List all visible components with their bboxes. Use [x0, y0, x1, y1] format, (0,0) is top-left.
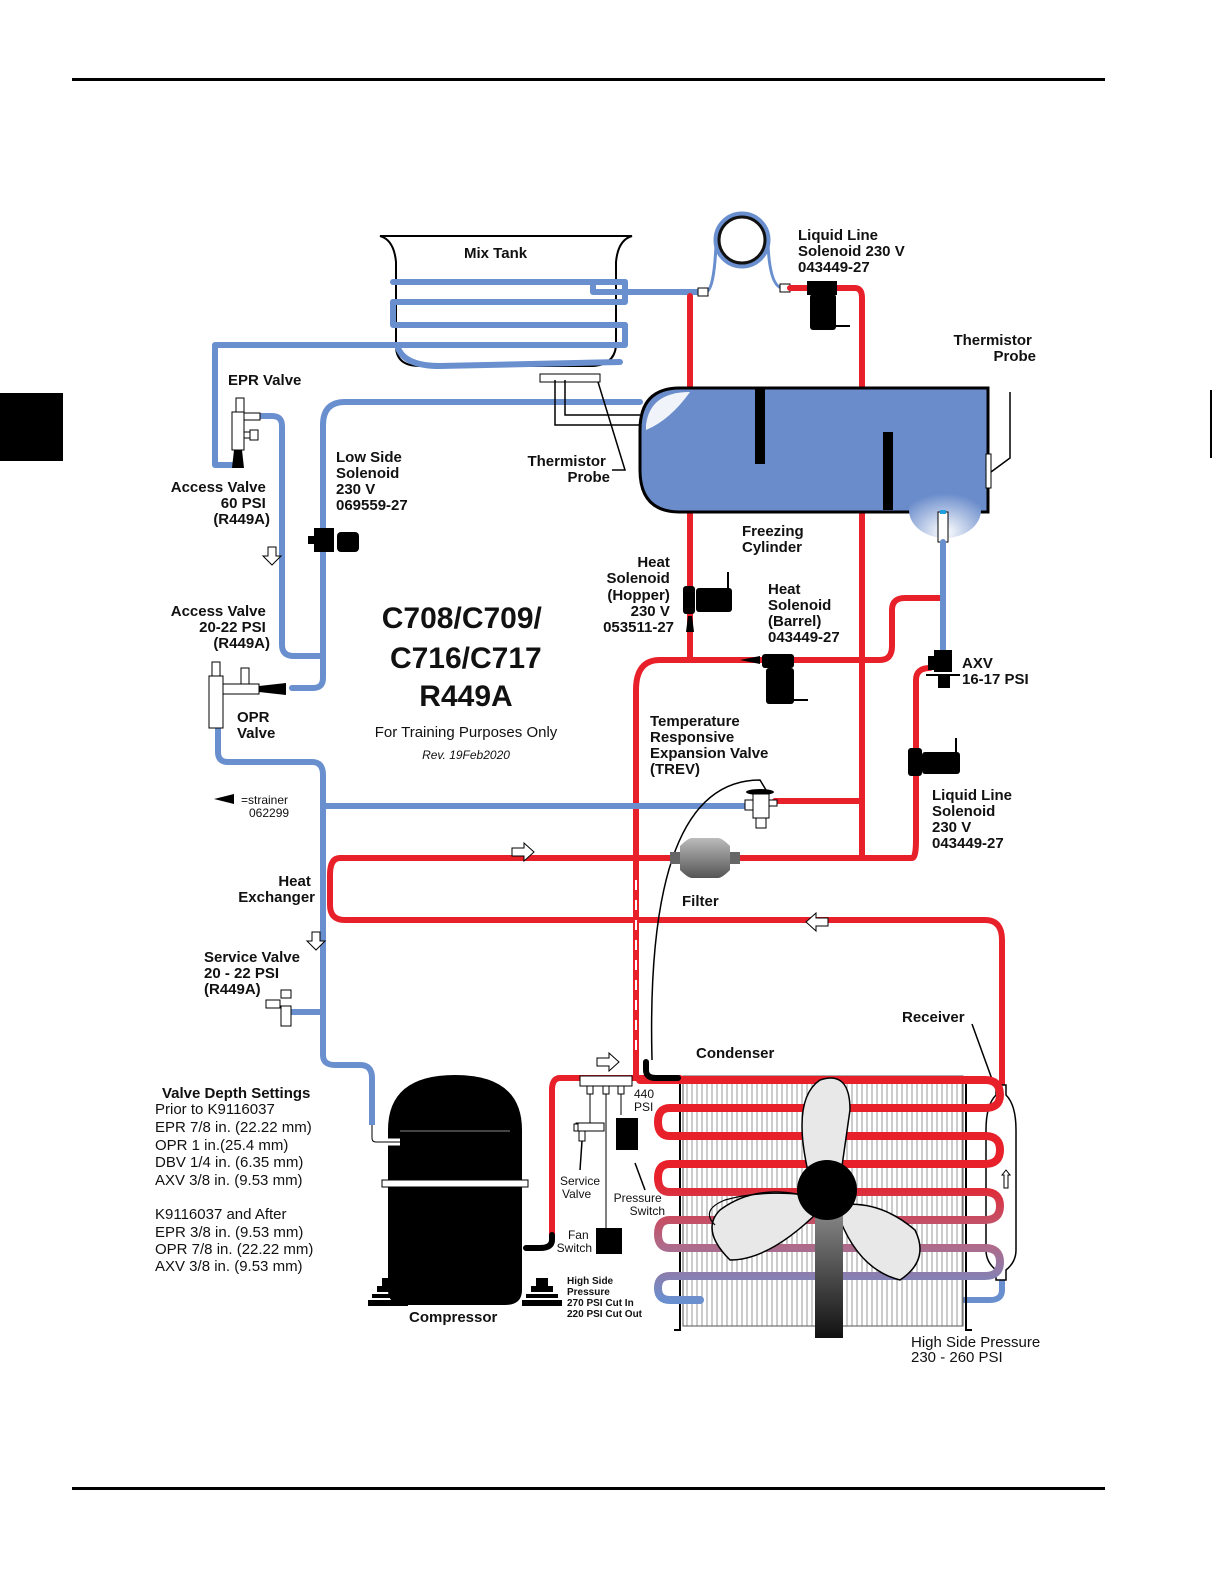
header-rule: [72, 78, 1105, 81]
footer-rule: [72, 1487, 1105, 1490]
liquid-line-solenoid-top-label: Liquid Line Solenoid 230 V 043449-27: [798, 227, 909, 276]
receiver-label: Receiver: [902, 1009, 965, 1026]
compressor-label: Compressor: [409, 1309, 498, 1326]
valve-depth-prior-heading: Prior to K9116037: [155, 1101, 275, 1118]
strainer-icon: [214, 794, 234, 804]
training-note: For Training Purposes Only: [375, 724, 558, 741]
high-side-lines: [327, 285, 1005, 1238]
valve-depth-after-heading: K9116037 and After: [155, 1206, 287, 1223]
freezing-cylinder-label: Freezing Cylinder: [742, 523, 808, 556]
service-valve-left: [265, 989, 292, 1027]
service-valve-left-label: Service Valve 20 - 22 PSI (R449A): [204, 949, 304, 998]
thermistor-probe-center-label: Thermistor Probe: [527, 453, 610, 486]
valve-depth-prior-item: AXV 3/8 in. (9.53 mm): [155, 1172, 303, 1189]
valve-depth-prior-item: OPR 1 in.(25.4 mm): [155, 1137, 288, 1154]
valve-depth-prior-item: EPR 7/8 in. (22.22 mm): [155, 1119, 312, 1136]
section-tab: [0, 393, 63, 461]
receiver: [971, 1023, 1017, 1281]
heat-exchanger-label: Heat Exchanger: [238, 873, 315, 906]
opr-valve: [208, 661, 286, 729]
heat-solenoid-hopper-label: Heat Solenoid (Hopper) 230 V 053511-27: [603, 554, 674, 636]
pressure-switch-label: Pressure Switch: [614, 1191, 665, 1218]
flow-arrow-right-2: [596, 1051, 620, 1073]
access-valve-20-22-label: Access Valve 20-22 PSI (R449A): [171, 603, 270, 652]
valve-depth-after-item: OPR 7/8 in. (22.22 mm): [155, 1241, 313, 1258]
flow-arrow-left-1: [805, 911, 829, 933]
epr-valve-label: EPR Valve: [228, 372, 301, 389]
valve-depth-prior-item: DBV 1/4 in. (6.35 mm): [155, 1154, 303, 1171]
diagram-title: C708/C709/ C716/C717 R449A: [382, 602, 550, 713]
compressor-foot-right: [522, 1278, 562, 1306]
opr-valve-label: OPR Valve: [237, 709, 275, 742]
heat-solenoid-barrel: [740, 654, 808, 704]
heat-solenoid-hopper: [683, 572, 732, 632]
liquid-line-solenoid-top: [807, 281, 850, 330]
mix-tank-label: Mix Tank: [464, 245, 528, 262]
valve-depth-after-item: AXV 3/8 in. (9.53 mm): [155, 1258, 303, 1275]
compressor-foot-left: [368, 1278, 408, 1306]
fan-switch-label: Fan Switch: [557, 1228, 592, 1255]
psi-440-label: 440 PSI: [634, 1087, 657, 1114]
liquid-line-solenoid-right-label: Liquid Line Solenoid 230 V 043449-27: [932, 787, 1016, 852]
high-side-pressure-switch-label: High Side Pressure 270 PSI Cut In 220 PS…: [567, 1276, 643, 1320]
access-valve-60-label: Access Valve 60 PSI (R449A): [171, 479, 270, 528]
low-side-solenoid: [308, 528, 359, 552]
axv-label: AXV 16-17 PSI: [962, 655, 1029, 688]
filter-label: Filter: [682, 893, 719, 910]
trev-label: Temperature Responsive Expansion Valve (…: [650, 713, 773, 778]
axv-valve: [926, 650, 960, 688]
switch-manifold: [523, 1059, 681, 1254]
revision-note: Rev. 19Feb2020: [422, 748, 510, 762]
valve-depth-heading: Valve Depth Settings: [162, 1085, 310, 1102]
trev-valve: [650, 779, 778, 1061]
thermistor-probe-right-label: Thermistor Probe: [953, 332, 1036, 365]
strainer-legend: =strainer 062299: [241, 793, 291, 820]
condenser-label: Condenser: [696, 1045, 775, 1062]
valve-depth-after-item: EPR 3/8 in. (9.53 mm): [155, 1224, 303, 1241]
condenser: [636, 1075, 1005, 1338]
compressor: [368, 1075, 562, 1306]
filter-drier: [670, 838, 740, 878]
liquid-line-solenoid-right: [908, 738, 960, 776]
service-valve-small-label: Service Valve: [560, 1174, 603, 1201]
high-side-pressure-label: High Side Pressure 230 - 260 PSI: [911, 1334, 1044, 1366]
flow-arrow-right-1: [511, 841, 535, 863]
mix-tank-evaporator-coil: [212, 279, 703, 468]
thermistor-probe-center: [539, 373, 640, 471]
flow-arrow-down-2: [305, 931, 327, 951]
valve-depth-settings: Valve Depth Settings Prior to K9116037 E…: [155, 1085, 313, 1275]
heat-solenoid-barrel-label: Heat Solenoid (Barrel) 043449-27: [768, 581, 840, 646]
flow-arrow-down-1: [261, 546, 283, 566]
epr-valve: [231, 397, 261, 468]
freezing-cylinder: [638, 386, 1011, 543]
edge-mark: [1210, 390, 1212, 458]
low-side-solenoid-label: Low Side Solenoid 230 V 069559-27: [336, 449, 408, 514]
capillary-coil: [697, 211, 791, 297]
